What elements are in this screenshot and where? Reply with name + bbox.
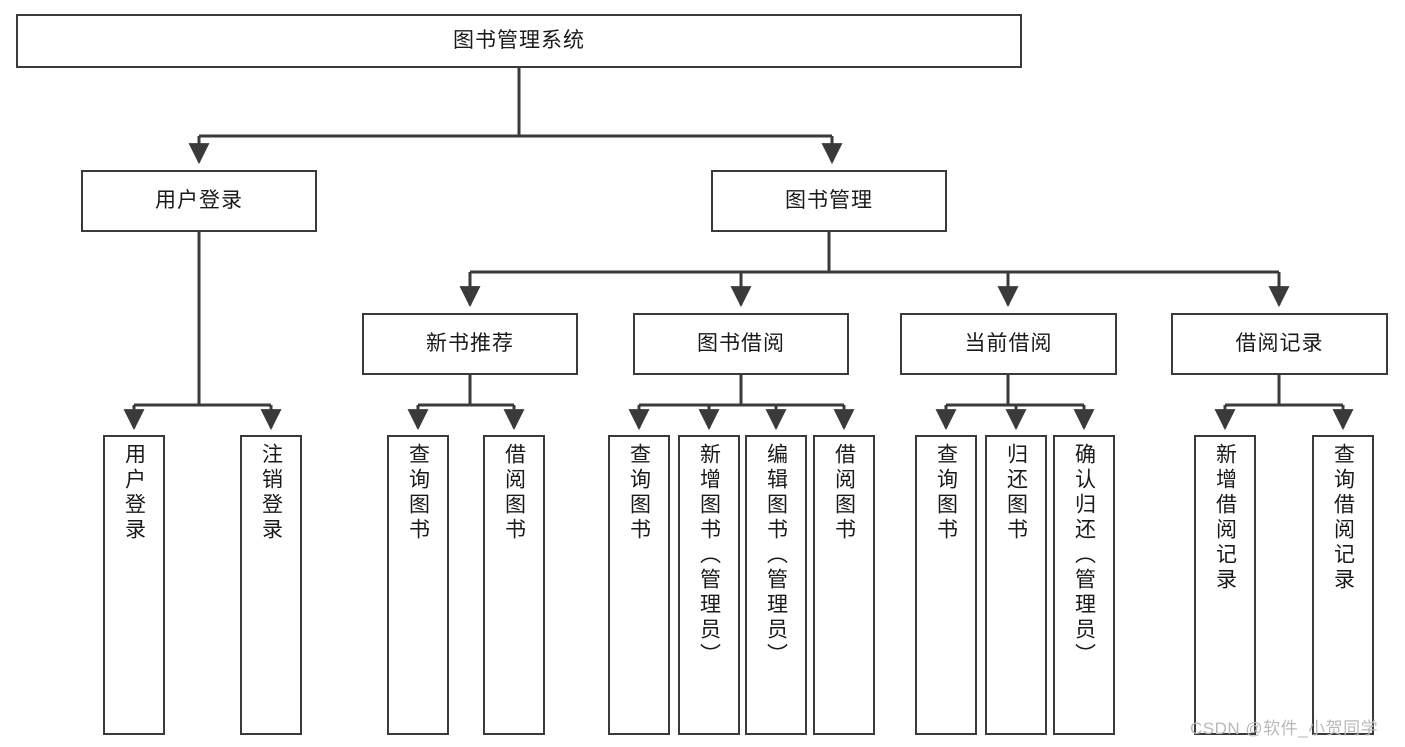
- node-leaf-add-borrow-record[interactable]: 新增借阅记录: [1194, 435, 1256, 735]
- node-current-borrow[interactable]: 当前借阅: [900, 313, 1117, 375]
- node-label: 查询图书: [627, 443, 651, 543]
- node-label: 借阅图书: [832, 443, 856, 543]
- node-root-system[interactable]: 图书管理系统: [16, 14, 1022, 68]
- node-label: 归还图书: [1004, 443, 1028, 543]
- node-leaf-logout-login[interactable]: 注销登录: [240, 435, 302, 735]
- node-leaf-return-book[interactable]: 归还图书: [985, 435, 1047, 735]
- node-leaf-confirm-return[interactable]: 确认归还（管理员）: [1053, 435, 1115, 735]
- node-label: 用户登录: [155, 188, 243, 212]
- node-label: 图书借阅: [697, 331, 785, 355]
- node-label: 图书管理系统: [453, 28, 585, 52]
- node-label: 借阅图书: [502, 443, 526, 543]
- node-leaf-query-book-3[interactable]: 查询图书: [915, 435, 977, 735]
- node-label: 新书推荐: [426, 331, 514, 355]
- node-label: 新增图书（管理员）: [697, 443, 721, 668]
- node-label: 确认归还（管理员）: [1072, 443, 1096, 668]
- node-borrow-record[interactable]: 借阅记录: [1171, 313, 1388, 375]
- csdn-watermark: CSDN @软件_小贺同学: [1190, 719, 1379, 738]
- node-label: 查询图书: [934, 443, 958, 543]
- node-leaf-borrow-book-1[interactable]: 借阅图书: [483, 435, 545, 735]
- node-label: 注销登录: [259, 443, 283, 543]
- node-book-borrow[interactable]: 图书借阅: [633, 313, 849, 375]
- node-leaf-borrow-book-2[interactable]: 借阅图书: [813, 435, 875, 735]
- node-label: 借阅记录: [1235, 331, 1324, 355]
- node-leaf-user-login[interactable]: 用户登录: [103, 435, 165, 735]
- node-label: 编辑图书（管理员）: [764, 443, 788, 668]
- node-label: 新增借阅记录: [1213, 443, 1237, 593]
- node-book-manage[interactable]: 图书管理: [711, 170, 947, 232]
- node-label: 图书管理: [785, 188, 873, 212]
- node-leaf-query-borrow-record[interactable]: 查询借阅记录: [1312, 435, 1374, 735]
- node-label: 查询图书: [406, 443, 430, 543]
- node-new-book-recommend[interactable]: 新书推荐: [362, 313, 578, 375]
- node-leaf-query-book-2[interactable]: 查询图书: [608, 435, 670, 735]
- node-label: 用户登录: [122, 443, 146, 543]
- node-leaf-edit-book[interactable]: 编辑图书（管理员）: [745, 435, 807, 735]
- node-label: 查询借阅记录: [1331, 443, 1355, 593]
- node-label: 当前借阅: [964, 331, 1053, 355]
- node-leaf-add-book[interactable]: 新增图书（管理员）: [678, 435, 740, 735]
- node-user-login[interactable]: 用户登录: [81, 170, 317, 232]
- node-leaf-query-book-1[interactable]: 查询图书: [387, 435, 449, 735]
